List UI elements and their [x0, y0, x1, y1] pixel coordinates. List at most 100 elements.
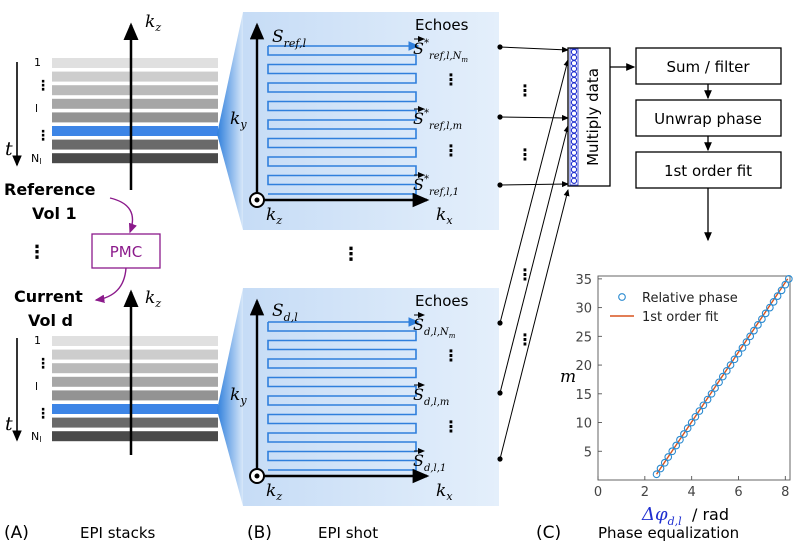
- multiply-input-dot: [570, 166, 578, 173]
- multiply-input-dot: [570, 48, 578, 56]
- slice-bar: [52, 85, 218, 96]
- connector-dots-3: ⋮: [517, 265, 533, 284]
- reference-label: Reference: [4, 180, 96, 199]
- slice-bar: [52, 71, 218, 82]
- data-point: [742, 338, 751, 346]
- x-tick-label: 6: [734, 485, 742, 500]
- caption-letter-c: (C): [536, 523, 561, 543]
- data-point: [750, 326, 758, 335]
- multiply-input-dot: [570, 99, 578, 106]
- kz-out-dot-top: [254, 197, 260, 203]
- panel-a: kz kz t t 1 ⋮ l ⋮ Nl 1 ⋮ l ⋮ Nl Referenc…: [4, 12, 218, 543]
- kz-out-dot-bottom: [254, 473, 260, 479]
- echo-label: S*ref,l,Nm: [413, 38, 468, 64]
- svg-text:⋮: ⋮: [36, 128, 50, 144]
- slice-bar: [52, 336, 218, 346]
- unwrap-phase-label: Unwrap phase: [654, 110, 762, 128]
- first-order-fit-label: 1st order fit: [664, 162, 752, 180]
- multiply-input-dot: [570, 155, 578, 162]
- ky-label-top: ky: [230, 109, 247, 131]
- connector-line: [499, 59, 570, 324]
- multiply-input-dot: [570, 132, 578, 140]
- slice-bar: [52, 431, 218, 442]
- legend-label-fit: 1st order fit: [642, 310, 718, 325]
- slice-bar: [52, 363, 218, 374]
- svg-text:Nl: Nl: [31, 430, 41, 444]
- caption-c: Phase equalization: [598, 524, 739, 542]
- slice-labels-bottom: 1 ⋮ l ⋮ Nl: [31, 334, 50, 444]
- y-tick-label: 35: [575, 273, 592, 288]
- multiply-input-dot: [570, 71, 578, 78]
- fit-line: [655, 278, 789, 475]
- data-point: [711, 384, 719, 392]
- x-tick-label: 2: [641, 485, 649, 500]
- data-point: [718, 372, 727, 381]
- data-point: [687, 418, 696, 427]
- connector-line: [499, 114, 569, 121]
- kz-label-bottom: kz: [145, 288, 161, 310]
- echo-dots-top-1: ⋮: [443, 70, 459, 89]
- unwrap-phase-box: [635, 99, 782, 137]
- data-point: [703, 395, 712, 404]
- connector-line: [499, 181, 569, 188]
- caption-b: EPI shot: [318, 524, 378, 542]
- pmc-arrow-in: [109, 197, 137, 234]
- shot-dots: ⋮: [342, 244, 360, 265]
- multiply-input-dot: [570, 65, 578, 72]
- slice-bar: [52, 153, 218, 164]
- data-point: [726, 361, 735, 369]
- data-point: [672, 441, 681, 450]
- data-point: [664, 453, 673, 461]
- multiply-input-dot: [570, 76, 578, 84]
- echo-label: Sd,l,Nm: [413, 315, 456, 340]
- data-point: [715, 378, 723, 387]
- first-order-fit-box: [635, 151, 782, 189]
- time-label-bottom: t: [5, 413, 13, 435]
- data-point: [699, 401, 708, 410]
- data-point: [660, 458, 669, 467]
- multiply-input-dot: [570, 110, 578, 117]
- data-point: [676, 435, 684, 444]
- vol1-label: Vol 1: [32, 204, 77, 223]
- x-axis-title: Δφd,l: [641, 504, 682, 528]
- data-point: [761, 309, 770, 318]
- trajectory-top: [267, 41, 420, 195]
- data-point: [722, 366, 731, 375]
- connector-line: [499, 125, 570, 394]
- data-point: [707, 389, 716, 398]
- echo-dots-bottom-2: ⋮: [443, 417, 459, 436]
- pmc-arrow-out: [94, 267, 127, 303]
- svg-text:⋮: ⋮: [36, 78, 50, 94]
- slice-bar: [52, 58, 218, 68]
- slice-bar: [52, 417, 218, 428]
- sum-filter-box: [635, 47, 782, 85]
- echo-dots-top-2: ⋮: [443, 141, 459, 160]
- epi-trajectory-path: [267, 46, 417, 195]
- svg-text:1: 1: [34, 334, 41, 347]
- x-tick-label: 8: [781, 485, 789, 500]
- echo-dots-bottom-1: ⋮: [443, 346, 459, 365]
- multiply-input-dot: [570, 138, 578, 145]
- slice-bar: [52, 376, 218, 387]
- y-tick-label: 30: [575, 302, 592, 317]
- connector-dots-4: ⋮: [517, 330, 533, 349]
- data-point: [680, 430, 688, 438]
- data-point: [758, 315, 766, 323]
- data-point: [769, 298, 778, 306]
- multiply-input-dot: [570, 144, 578, 151]
- connector-line: [499, 189, 570, 460]
- echo-label: Sd,l,m: [413, 385, 449, 408]
- slice-bar: [52, 404, 218, 414]
- slice-bar: [52, 349, 218, 360]
- trajectory-bottom: [267, 317, 420, 471]
- multiply-input-dot: [570, 82, 578, 89]
- y-tick-label: 25: [575, 330, 592, 345]
- multiply-inputs: [569, 48, 579, 186]
- multiply-input-column: [569, 48, 579, 186]
- svg-text:1: 1: [34, 56, 41, 69]
- echo-label: Sd,l,1: [413, 451, 446, 474]
- multiply-input-dot: [570, 60, 578, 67]
